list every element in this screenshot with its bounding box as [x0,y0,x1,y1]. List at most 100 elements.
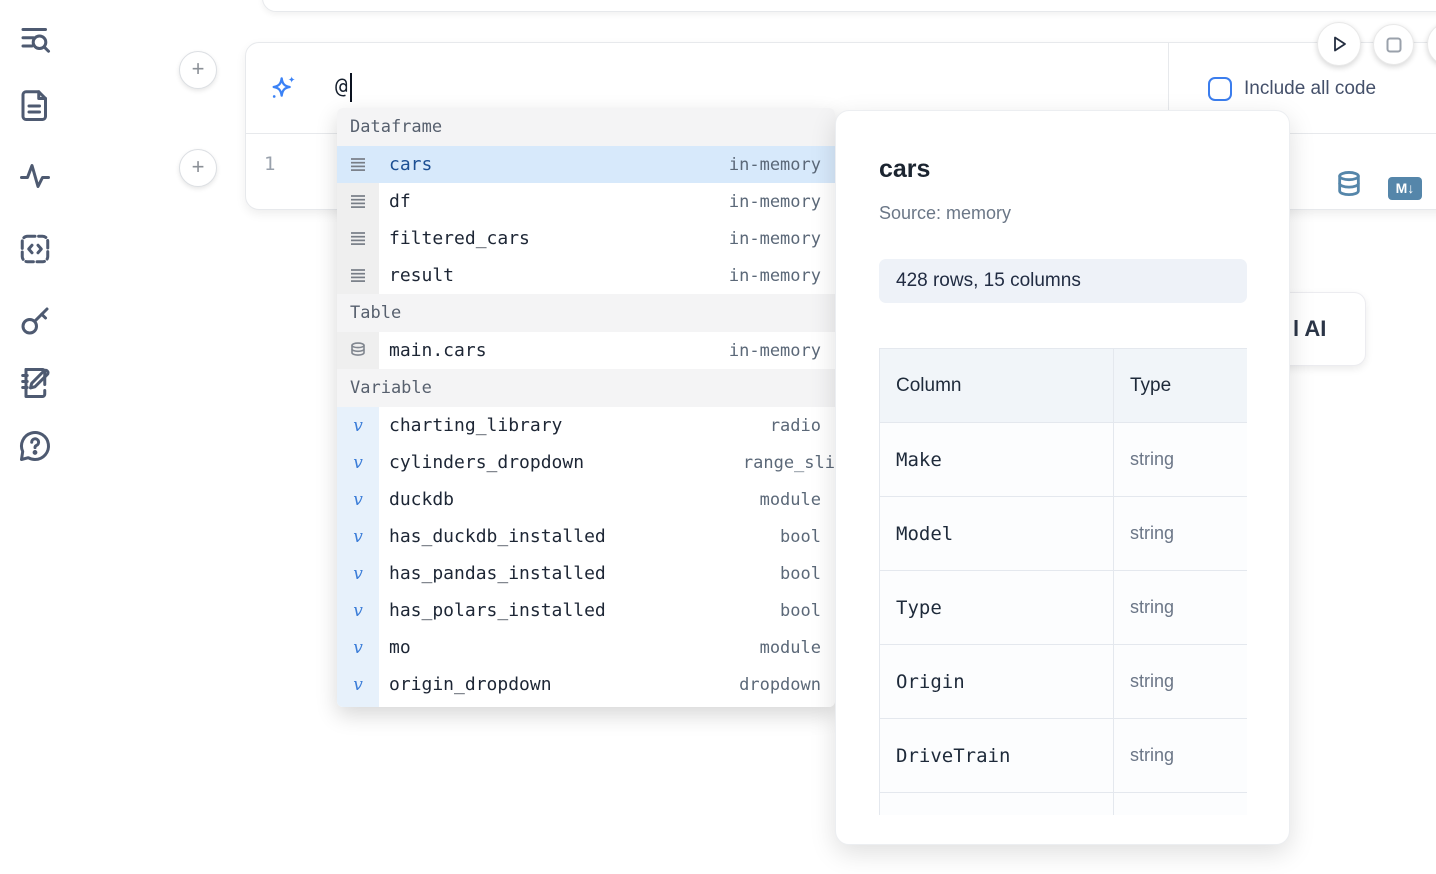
preview-source: Source: memory [879,203,1012,223]
code-line-number: 1 [264,153,276,175]
prompt-options-divider [1168,43,1169,133]
stop-cell-button[interactable] [1373,24,1414,65]
item-icon-gutter [337,332,379,369]
item-name: df [389,191,411,212]
variable-icon: v [353,637,363,658]
item-icon-gutter: v [337,703,379,707]
dataframe-preview-panel: cars Source: memory 428 rows, 15 columns… [835,110,1290,845]
item-icon-gutter [337,183,379,220]
item-icon-gutter: v [337,629,379,666]
variable-icon: v [353,563,363,584]
dataframe-icon [350,194,366,209]
notebook-edit-icon[interactable] [17,365,53,401]
list-search-icon[interactable] [17,22,53,58]
autocomplete-item-filtered_cars[interactable]: filtered_cars in-memory [337,220,835,257]
schema-row-partial [879,792,1247,815]
table-icon [350,341,366,360]
autocomplete-item-pd[interactable]: vpdmodule [337,703,835,707]
item-type: module [759,637,821,658]
schema-column-type [1113,792,1247,815]
play-icon [1334,36,1346,52]
schema-column-type: string [1113,644,1247,719]
schema-column-name: Type [879,570,1114,645]
item-type: range_sli [742,452,835,473]
include-all-code-checkbox[interactable] [1208,77,1232,101]
item-type: radio [769,415,821,436]
item-type: bool [780,600,821,621]
item-icon-gutter [337,146,379,183]
item-icon-gutter: v [337,407,379,444]
autocomplete-item-cars[interactable]: cars in-memory [337,146,835,183]
activity-icon[interactable] [17,158,53,194]
item-name: has_duckdb_installed [389,526,606,547]
markdown-convert-icon[interactable]: M↓ [1388,177,1422,200]
text-cursor [350,73,352,102]
autocomplete-item-result[interactable]: result in-memory [337,257,835,294]
schema-column-type: string [1113,718,1247,793]
add-cell-above-button[interactable]: + [179,51,217,89]
previous-cell-edge [262,0,1436,12]
variable-icon: v [353,452,363,473]
ai-sparkle-icon [267,73,299,105]
item-name: cars [389,154,433,175]
dataframe-icon [350,268,366,283]
help-chat-icon[interactable] [17,428,53,464]
item-name: mo [389,637,411,658]
item-type: in-memory [728,228,821,249]
item-icon-gutter: v [337,666,379,703]
preview-shape-badge: 428 rows, 15 columns [879,259,1247,303]
schema-column-name: DriveTrain [879,718,1114,793]
dataframe-icon [350,157,366,172]
item-name: main.cars [389,340,487,361]
item-icon-gutter [337,220,379,257]
variable-icon: v [353,526,363,547]
database-icon[interactable] [1335,170,1363,202]
item-icon-gutter: v [337,444,379,481]
variable-icon: v [353,674,363,695]
key-icon[interactable] [17,303,53,339]
schema-column-name: Make [879,422,1114,497]
item-type: in-memory [728,265,821,286]
code-snippet-icon[interactable] [17,231,53,267]
run-cell-button[interactable] [1317,22,1361,66]
file-document-icon[interactable] [17,88,53,124]
autocomplete-item-mo[interactable]: v mo module [337,629,835,666]
item-name: has_pandas_installed [389,563,606,584]
item-type: bool [780,563,821,584]
autocomplete-item-has_pandas_installed[interactable]: v has_pandas_installed bool [337,555,835,592]
schema-column-name: Model [879,496,1114,571]
item-name: result [389,265,455,286]
item-icon-gutter: v [337,555,379,592]
variable-icon: v [353,489,363,510]
item-name: filtered_cars [389,228,530,249]
item-icon-gutter: v [337,481,379,518]
variable-icon: v [353,600,363,621]
autocomplete-item-charting_library[interactable]: v charting_library radio [337,407,835,444]
add-cell-below-button[interactable]: + [179,149,217,187]
item-name: origin_dropdown [389,674,552,695]
dataframe-icon [350,231,366,246]
ai-card-label: l AI [1293,316,1327,341]
variable-icon: v [353,415,363,436]
schema-header-column: Column [879,348,1114,423]
item-name: duckdb [389,489,455,510]
schema-column-type: string [1113,422,1247,497]
ai-prompt-input[interactable]: @ [335,74,348,98]
item-name: charting_library [389,415,563,436]
item-type: in-memory [728,154,821,175]
schema-column-type: string [1113,496,1247,571]
item-icon-gutter [337,257,379,294]
